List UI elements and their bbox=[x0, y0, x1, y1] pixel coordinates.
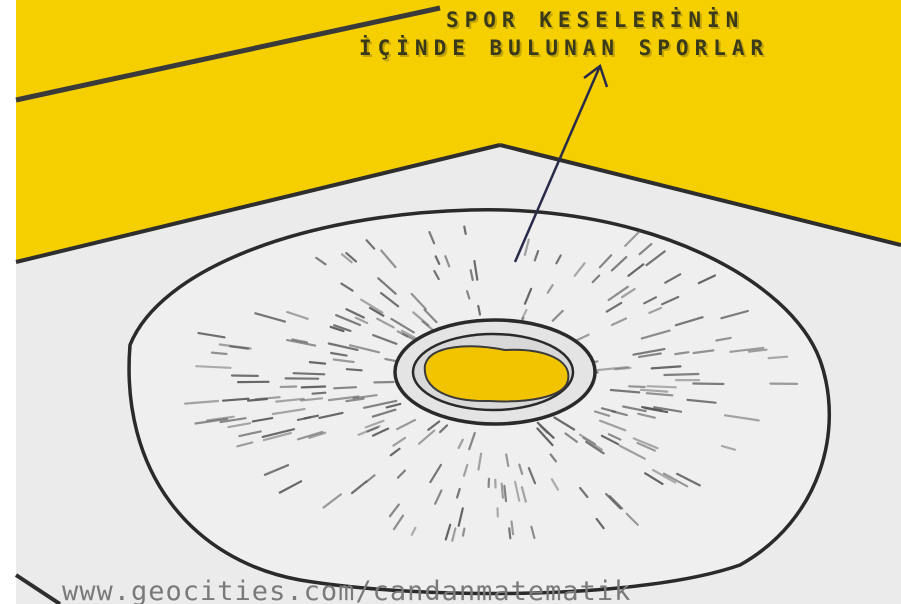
gill-stroke bbox=[313, 393, 326, 394]
gill-stroke bbox=[648, 386, 676, 387]
gill-stroke bbox=[769, 357, 788, 358]
gill-stroke bbox=[310, 362, 325, 364]
gill-stroke bbox=[664, 374, 698, 375]
gill-stroke bbox=[334, 387, 356, 388]
gill-stroke bbox=[693, 384, 723, 385]
annotation-line-2: İÇİNDE BULUNAN SPORLAR bbox=[359, 35, 769, 60]
gill-stroke bbox=[502, 484, 503, 498]
left-margin bbox=[0, 0, 16, 604]
gill-stroke bbox=[347, 369, 362, 370]
gill-stroke bbox=[463, 529, 464, 536]
gill-stroke bbox=[464, 227, 465, 234]
gill-stroke bbox=[509, 528, 510, 538]
gill-stroke bbox=[294, 373, 325, 374]
gill-stroke bbox=[212, 353, 227, 354]
gill-stroke bbox=[629, 386, 645, 387]
annotation-line-1: SPOR KESELERİNİN bbox=[446, 7, 744, 32]
gill-stroke bbox=[615, 368, 630, 369]
gill-stroke bbox=[302, 387, 325, 388]
watermark-url: www.geocities.com/candanmatematik bbox=[62, 576, 631, 604]
gill-stroke bbox=[281, 387, 296, 388]
stalk-center bbox=[425, 346, 569, 401]
